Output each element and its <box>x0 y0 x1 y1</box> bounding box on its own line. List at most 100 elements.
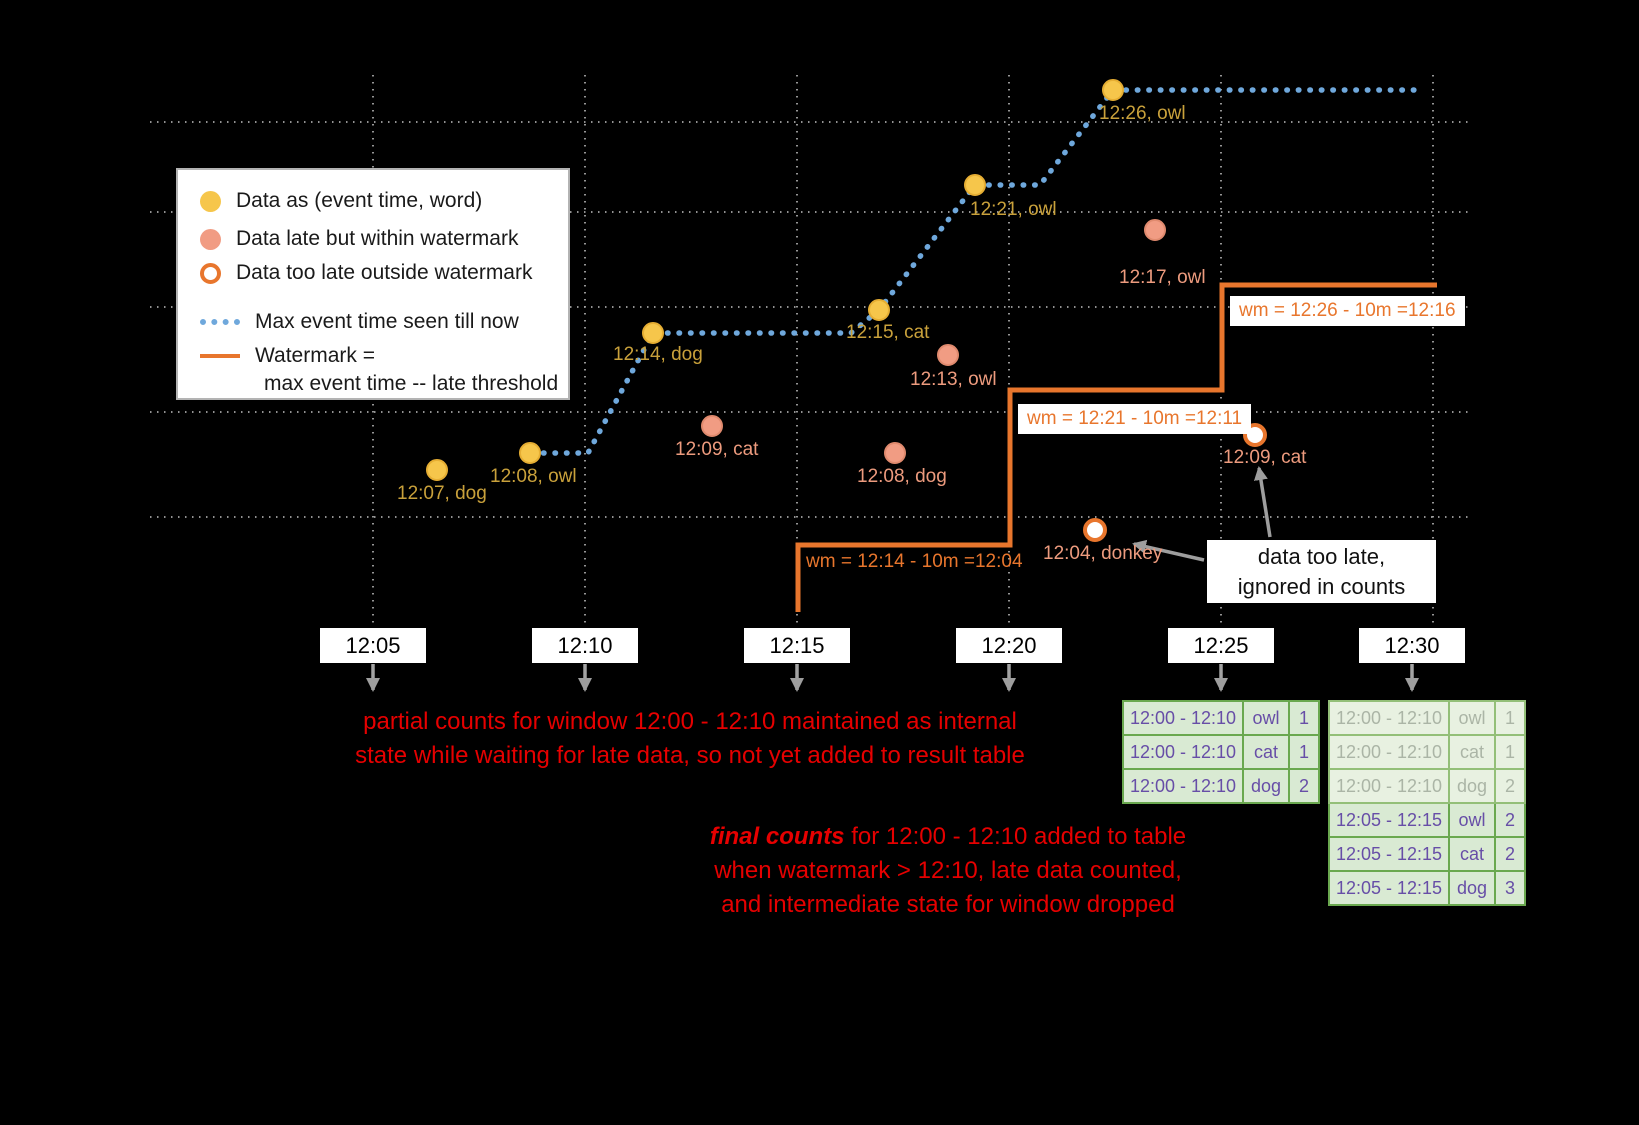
cell-count: 1 <box>1494 734 1526 770</box>
axis-tick-12-30: 12:30 <box>1359 628 1465 663</box>
watermark-label: wm = 12:21 - 10m =12:11 <box>1018 404 1252 434</box>
result-table-12-30: 12:00 - 12:10 owl 1 12:00 - 12:10 cat 1 … <box>1328 700 1526 906</box>
late-dot-icon <box>200 228 221 250</box>
axis-tick-12-20: 12:20 <box>956 628 1062 663</box>
point-label: 12:07, dog <box>397 483 487 504</box>
point-late <box>701 415 723 437</box>
cell-word: owl <box>1448 700 1496 736</box>
cell-word: dog <box>1242 768 1290 804</box>
cell-count: 2 <box>1288 768 1320 804</box>
point-label: 12:09, cat <box>675 439 759 460</box>
cell-window: 12:00 - 12:10 <box>1328 768 1450 804</box>
cell-window: 12:00 - 12:10 <box>1328 734 1450 770</box>
point-label: 12:26, owl <box>1099 103 1186 124</box>
note-line: data too late, <box>1257 544 1386 569</box>
on-time-dot-icon <box>200 190 221 212</box>
legend-label: Data too late outside watermark <box>236 261 533 284</box>
point-label: 12:15, cat <box>846 322 930 343</box>
legend-item-max-event-time: Max event time seen till now <box>200 308 519 336</box>
point-on-time <box>426 459 448 481</box>
point-label: 12:08, owl <box>490 466 577 487</box>
annotation-emphasis: final counts <box>709 823 845 850</box>
point-late <box>884 442 906 464</box>
point-on-time <box>1102 79 1124 101</box>
axis-tick-12-25: 12:25 <box>1168 628 1274 663</box>
result-table-12-25: 12:00 - 12:10 owl 1 12:00 - 12:10 cat 1 … <box>1122 700 1320 804</box>
axis-arrows <box>366 664 1419 692</box>
cell-window: 12:00 - 12:10 <box>1328 700 1450 736</box>
legend-item-watermark-line2: max event time -- late threshold <box>264 370 558 398</box>
table-row: 12:00 - 12:10 dog 2 <box>1122 768 1320 804</box>
cell-word: cat <box>1448 836 1496 872</box>
table-row: 12:05 - 12:15 dog 3 <box>1328 870 1526 906</box>
cell-word: cat <box>1448 734 1496 770</box>
annotation-line: and intermediate state for window droppe… <box>721 891 1175 918</box>
cell-window: 12:05 - 12:15 <box>1328 836 1450 872</box>
point-too-late <box>1083 518 1107 542</box>
solid-line-icon <box>200 354 240 358</box>
point-on-time <box>868 299 890 321</box>
legend-label: Data late but within watermark <box>236 227 519 250</box>
note-line: ignored in counts <box>1237 574 1406 599</box>
point-late <box>1144 219 1166 241</box>
table-row: 12:00 - 12:10 owl 1 <box>1122 700 1320 736</box>
annotation-line: partial counts for window 12:00 - 12:10 … <box>363 708 1017 735</box>
table-row-faded: 12:00 - 12:10 dog 2 <box>1328 768 1526 804</box>
point-on-time <box>642 322 664 344</box>
annotation-line-rest: for 12:00 - 12:10 added to table <box>844 823 1187 850</box>
cell-word: owl <box>1242 700 1290 736</box>
point-label: 12:04, donkey <box>1043 543 1163 564</box>
annotation-line: state while waiting for late data, so no… <box>355 742 1025 769</box>
legend-item-too-late: Data too late outside watermark <box>200 259 532 287</box>
axis-tick-12-05: 12:05 <box>320 628 426 663</box>
cell-window: 12:05 - 12:15 <box>1328 870 1450 906</box>
cell-count: 3 <box>1494 870 1526 906</box>
point-label: 12:13, owl <box>910 369 997 390</box>
cell-count: 1 <box>1288 700 1320 736</box>
axis-tick-12-10: 12:10 <box>532 628 638 663</box>
max-event-time-line <box>529 87 1418 456</box>
axis-tick-12-15: 12:15 <box>744 628 850 663</box>
legend-label: Data as (event time, word) <box>236 189 483 212</box>
cell-word: dog <box>1448 870 1496 906</box>
point-label: 12:09, cat <box>1223 447 1307 468</box>
legend-label: Max event time seen till now <box>255 310 519 333</box>
cell-window: 12:00 - 12:10 <box>1122 700 1244 736</box>
cell-count: 2 <box>1494 836 1526 872</box>
legend-item-watermark: Watermark = <box>200 342 375 370</box>
point-label: 12:21, owl <box>970 199 1057 220</box>
point-on-time <box>519 442 541 464</box>
table-row-faded: 12:00 - 12:10 cat 1 <box>1328 734 1526 770</box>
cell-word: cat <box>1242 734 1290 770</box>
too-late-dot-icon <box>200 262 221 284</box>
too-late-arrows <box>1132 466 1272 562</box>
cell-window: 12:05 - 12:15 <box>1328 802 1450 838</box>
annotation-line: final counts for 12:00 - 12:10 added to … <box>698 820 1198 854</box>
cell-window: 12:00 - 12:10 <box>1122 768 1244 804</box>
point-late <box>937 344 959 366</box>
point-on-time <box>964 174 986 196</box>
table-row: 12:00 - 12:10 cat 1 <box>1122 734 1320 770</box>
cell-word: owl <box>1448 802 1496 838</box>
annotation-partial-counts: partial counts for window 12:00 - 12:10 … <box>330 705 1050 773</box>
legend-item-on-time: Data as (event time, word) <box>200 187 482 215</box>
annotation-final-counts: final counts for 12:00 - 12:10 added to … <box>698 820 1198 922</box>
watermark-label: wm = 12:14 - 10m =12:04 <box>806 551 1023 572</box>
cell-count: 1 <box>1288 734 1320 770</box>
legend-item-late: Data late but within watermark <box>200 225 518 253</box>
cell-count: 2 <box>1494 802 1526 838</box>
table-row: 12:05 - 12:15 cat 2 <box>1328 836 1526 872</box>
cell-count: 2 <box>1494 768 1526 804</box>
cell-count: 1 <box>1494 700 1526 736</box>
legend-label: Watermark = <box>255 344 375 367</box>
point-label: 12:14, dog <box>613 344 703 365</box>
cell-word: dog <box>1448 768 1496 804</box>
legend: Data as (event time, word) Data late but… <box>176 168 570 400</box>
table-row: 12:05 - 12:15 owl 2 <box>1328 802 1526 838</box>
too-late-note: data too late, ignored in counts <box>1207 540 1436 603</box>
table-row-faded: 12:00 - 12:10 owl 1 <box>1328 700 1526 736</box>
point-label: 12:17, owl <box>1119 267 1206 288</box>
dotted-line-icon <box>200 319 240 325</box>
annotation-line: when watermark > 12:10, late data counte… <box>714 857 1182 884</box>
